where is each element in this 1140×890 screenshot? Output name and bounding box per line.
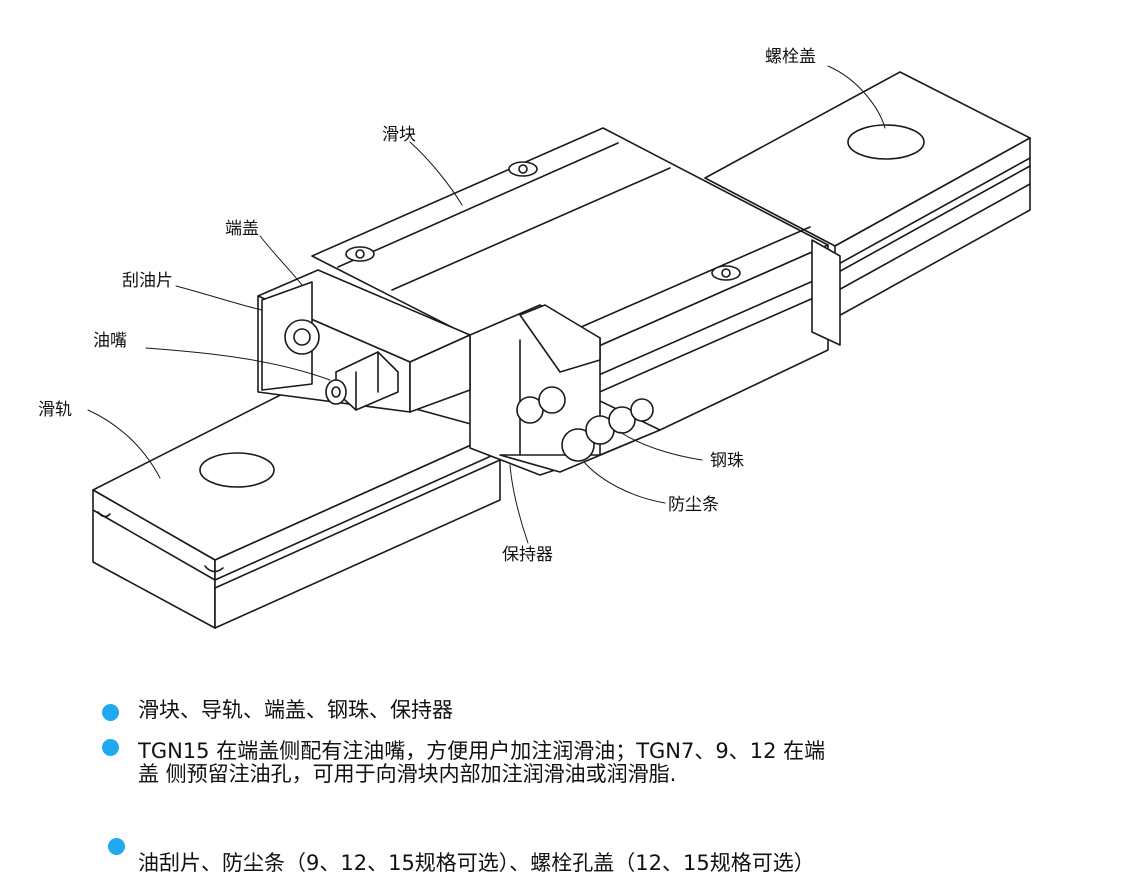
rail-front (92, 379, 501, 629)
bullet-dot-icon (102, 704, 119, 721)
feature-item-2-line-2: 盖 侧预留注油孔，可用于向滑块内部加注润滑油或润滑脂. (138, 762, 677, 786)
label-bottom-seal: 防尘条 (668, 495, 719, 515)
label-end-cap: 端盖 (225, 219, 259, 239)
mounting-hole-3 (711, 265, 741, 281)
grease-nipple (325, 351, 399, 411)
bullet-dot-icon (102, 739, 119, 756)
leader-lines (87, 65, 886, 544)
steel-balls (516, 386, 654, 462)
label-steel-ball: 钢珠 (710, 451, 744, 471)
feature-item-1: 滑块、导轨、端盖、钢珠、保持器 (138, 698, 453, 722)
label-bolt-cap: 螺栓盖 (765, 47, 816, 67)
bullet-dot-icon (108, 838, 125, 855)
label-end-seal: 刮油片 (122, 271, 173, 291)
label-rail: 滑轨 (38, 400, 72, 420)
feature-item-2-line-1: TGN15 在端盖侧配有注油嘴，方便用户加注润滑油；TGN7、9、12 在端 (138, 739, 826, 763)
linear-guide-diagram: 螺栓盖 滑块 端盖 刮油片 油嘴 滑轨 钢珠 防尘条 保持器 (38, 47, 1031, 629)
mounting-hole-2 (345, 246, 375, 262)
label-grease-nipple: 油嘴 (93, 331, 127, 351)
mounting-hole-1 (508, 161, 538, 177)
label-block: 滑块 (382, 125, 416, 145)
feature-item-3: 油刮片、防尘条（9、12、15规格可选）、螺栓孔盖（12、15规格可选） (138, 851, 815, 875)
bolt-cap-back (847, 124, 925, 160)
bolt-cap-front (199, 452, 275, 488)
rail-back (704, 71, 1031, 319)
label-retainer: 保持器 (502, 545, 553, 565)
block-body (311, 127, 841, 431)
